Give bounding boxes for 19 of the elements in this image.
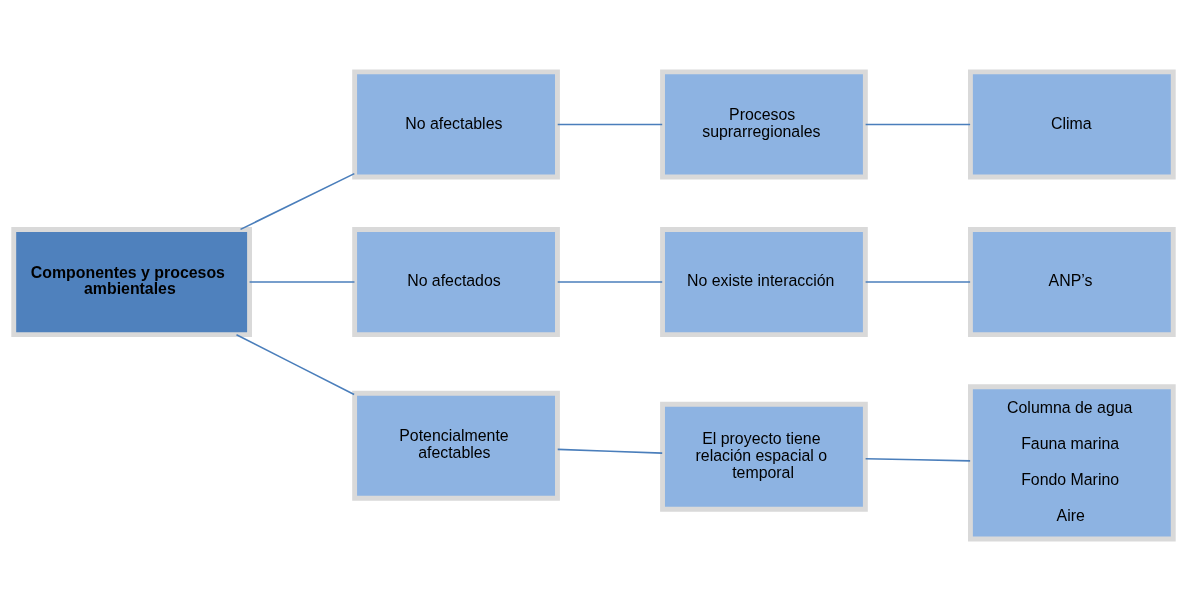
node-box: Procesos suprarregionales [660, 69, 868, 180]
node-box: Columna de agua Fauna marina Fondo Marino Aire [968, 384, 1176, 542]
connector [235, 333, 355, 396]
connector [556, 448, 663, 454]
connector [864, 457, 971, 462]
node-box: Potencialmente afectables [352, 390, 560, 501]
node-box: No afectables [352, 69, 560, 180]
node-box: No afectados [352, 227, 560, 338]
connector [864, 281, 971, 283]
connector [239, 172, 356, 231]
node-box: El proyecto tiene relación espacial o temporal [660, 401, 868, 512]
node-box: ANP’s [968, 227, 1176, 338]
connector [248, 281, 356, 283]
node-box: Clima [968, 69, 1176, 180]
connector [556, 123, 663, 126]
node-box: Componentes y procesos ambientales [11, 227, 252, 338]
connector [556, 281, 663, 283]
node-box: No existe interacción [660, 227, 868, 338]
connector [864, 123, 971, 126]
